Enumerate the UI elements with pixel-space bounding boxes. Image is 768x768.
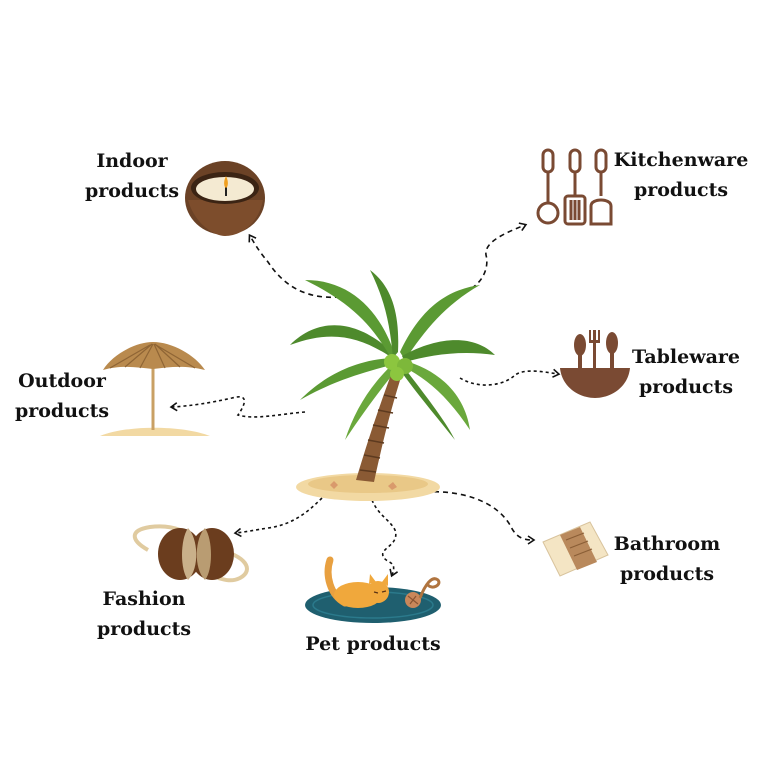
label-tableware-products: Tableware products (628, 342, 744, 402)
arrow-to-indoor (248, 233, 341, 299)
label-fashion-line1: Fashion (102, 588, 186, 610)
bowl-cutlery-icon (560, 330, 630, 398)
label-pet-products: Pet products (303, 629, 443, 659)
label-outdoor-line2: products (14, 400, 110, 422)
beach-umbrella-icon (100, 342, 210, 436)
arrow-to-kitchenware (454, 222, 528, 296)
label-indoor-line1: Indoor (96, 150, 168, 172)
palm-tree-island-icon (290, 270, 495, 501)
label-fashion-products: Fashion products (94, 584, 194, 644)
arrow-to-fashion (233, 497, 323, 538)
label-tableware-line2: products (638, 376, 734, 398)
label-indoor-products: Indoor products (82, 146, 182, 206)
label-bathroom-line2: products (619, 563, 715, 585)
arrow-to-bathroom (424, 490, 536, 545)
label-outdoor-line1: Outdoor (18, 370, 106, 392)
label-outdoor-products: Outdoor products (12, 366, 112, 426)
label-pet-line1: Pet products (305, 633, 441, 655)
label-bathroom-line1: Bathroom (613, 533, 721, 555)
label-indoor-line2: products (84, 180, 180, 202)
arrow-to-outdoor (169, 396, 306, 418)
label-tableware-line1: Tableware (632, 346, 740, 368)
label-kitchenware-line2: products (633, 179, 729, 201)
label-fashion-line2: products (96, 618, 192, 640)
arrow-to-tableware (459, 368, 561, 386)
coconut-bag-icon (132, 524, 249, 583)
coconut-candle-icon (185, 161, 265, 236)
cat-toy-icon (305, 556, 441, 623)
label-bathroom-products: Bathroom products (611, 529, 723, 589)
kitchen-utensils-icon (536, 148, 613, 226)
soap-bar-icon (542, 521, 609, 577)
label-kitchenware-line1: Kitchenware (613, 149, 749, 171)
arrow-to-pet (371, 499, 399, 578)
label-kitchenware-products: Kitchenware products (612, 145, 750, 205)
